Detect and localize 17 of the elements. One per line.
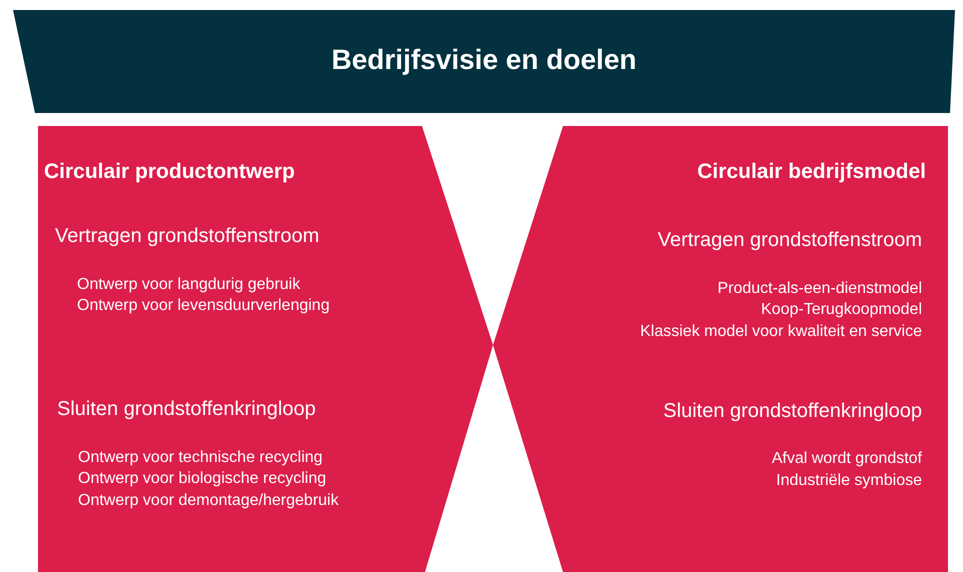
section-heading: Sluiten grondstoffenkringloop bbox=[57, 397, 316, 421]
list-item: Ontwerp voor technische recycling bbox=[78, 448, 323, 468]
list-item: Koop-Terugkoopmodel bbox=[761, 300, 922, 320]
list-item: Ontwerp voor biologische recycling bbox=[78, 469, 326, 488]
panel-heading: Circulair productontwerp bbox=[44, 159, 295, 184]
list-item: Product-als-een-dienstmodel bbox=[717, 279, 922, 298]
banner-title: Bedrijfsvisie en doelen bbox=[330, 43, 638, 77]
list-item: Afval wordt grondstof bbox=[772, 449, 922, 468]
panel-heading: Circulair bedrijfsmodel bbox=[697, 159, 926, 184]
section-heading: Vertragen grondstoffenstroom bbox=[658, 228, 922, 252]
list-item: Ontwerp voor levensduurverlenging bbox=[77, 296, 330, 316]
list-item: Ontwerp voor langdurig gebruik bbox=[77, 275, 300, 294]
section-heading: Sluiten grondstoffenkringloop bbox=[663, 399, 922, 423]
list-item: Industriële symbiose bbox=[776, 471, 922, 490]
section-heading: Vertragen grondstoffenstroom bbox=[55, 224, 320, 248]
list-item: Ontwerp voor demontage/hergebruik bbox=[78, 491, 339, 510]
list-item: Klassiek model voor kwaliteit en service bbox=[640, 322, 922, 342]
